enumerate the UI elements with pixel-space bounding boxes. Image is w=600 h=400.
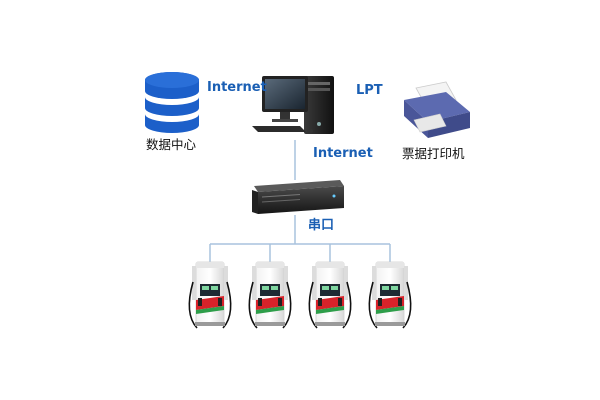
database-icon [145,72,199,133]
fuel-dispenser-icon [308,261,352,329]
link-label-db-pc: Internet [207,80,267,95]
printer-label: 票据打印机 [402,146,465,161]
fuel-dispenser-icon [188,261,232,329]
fuel-dispenser-icon [368,261,412,329]
link-label-pc-server: Internet [313,146,373,161]
link-label-server-dispensers: 串口 [308,218,335,233]
rack-server-icon [252,180,344,214]
printer-icon [404,81,470,138]
link-label-pc-printer: LPT [356,83,383,98]
data-center-label: 数据中心 [146,137,197,152]
desktop-computer-icon [252,76,334,134]
fuel-dispenser-icon [248,261,292,329]
connector-lines [209,140,391,262]
